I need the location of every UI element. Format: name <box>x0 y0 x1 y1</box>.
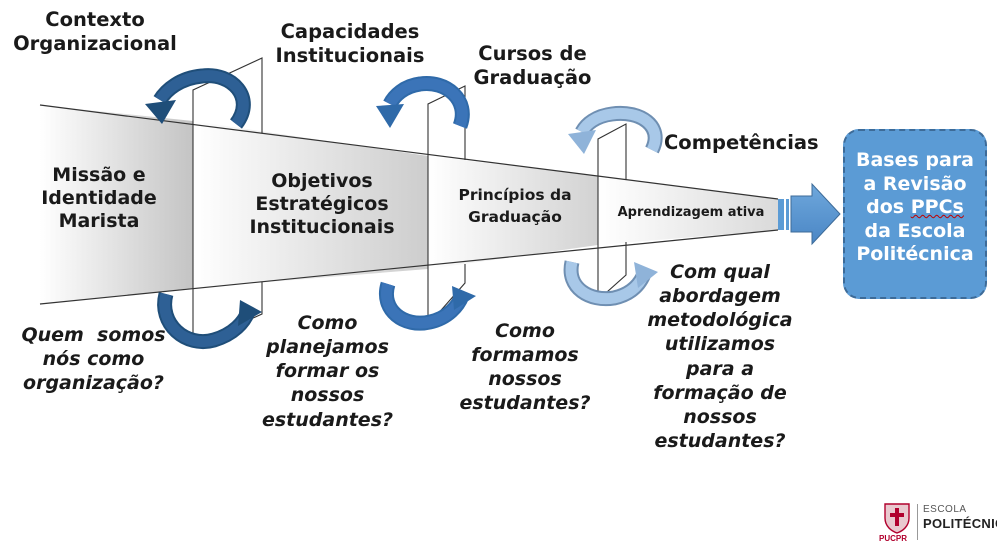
question-como-planejamos: Como planejamos formar os nossos estudan… <box>261 312 394 431</box>
funnel-sections <box>40 105 778 304</box>
cycle-arrow-top-1-icon <box>145 68 251 129</box>
label-objetivos-estrategicos: Objetivos Estratégicos Institucionais <box>249 170 395 239</box>
result-box-bases-revisao: Bases para a Revisão dos PPCs da Escola … <box>843 129 987 299</box>
plane-3 <box>597 123 627 302</box>
question-abordagem-metodologica: Com qual abordagem metodológica utilizam… <box>647 261 793 452</box>
logo-line1: ESCOLA <box>923 504 967 515</box>
cycle-arrow-top-2-icon <box>376 76 470 129</box>
cycle-arrow-bottom-3-icon <box>563 260 658 307</box>
logo-divider <box>917 504 918 540</box>
cycle-arrow-top-3-icon <box>568 105 663 154</box>
label-capacidades-institucionais: Capacidades Institucionais <box>275 20 425 67</box>
cycle-arrow-bottom-1-icon <box>157 292 262 349</box>
question-como-formamos: Como formamos nossos estudantes? <box>459 320 591 415</box>
logo-line2: POLITÉCNICA <box>923 516 997 531</box>
label-contexto-organizacional: Contexto Organizacional <box>13 8 177 55</box>
label-competencias: Competências <box>664 131 819 154</box>
cycle-arrow-bottom-2-icon <box>379 281 476 331</box>
label-missao-identidade: Missão e Identidade Marista <box>41 164 157 233</box>
label-cursos-de-graduacao: Cursos de Graduação <box>473 42 592 89</box>
question-quem-somos: Quem somos nós como organização? <box>21 324 166 395</box>
pucpr-crest-icon <box>884 503 910 534</box>
arrow-to-result <box>778 182 841 246</box>
escola-politecnica-logo: PUCPR ESCOLA POLITÉCNICA <box>877 500 997 549</box>
logo-brand: PUCPR <box>879 534 908 543</box>
label-aprendizagem-ativa: Aprendizagem ativa <box>617 205 765 220</box>
label-principios-graduacao: Princípios da Graduação <box>458 186 572 226</box>
